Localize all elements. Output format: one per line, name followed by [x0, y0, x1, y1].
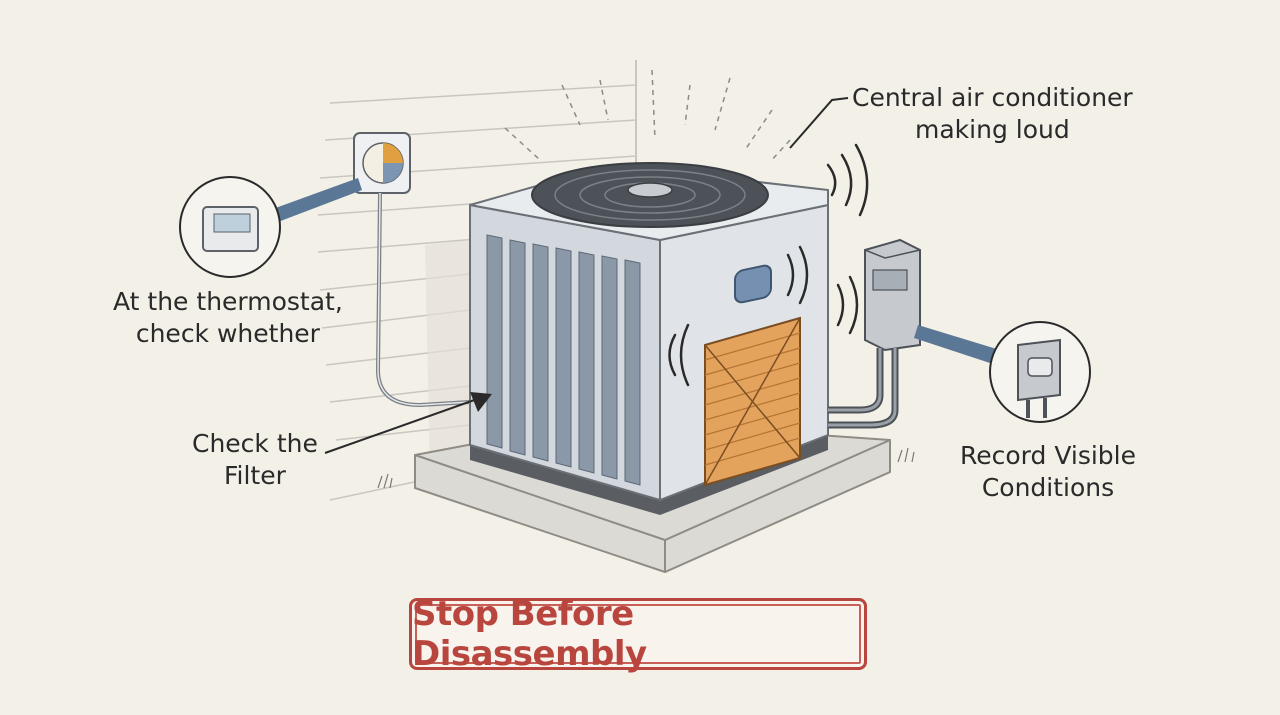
thermostat-icon: [353, 132, 411, 194]
wall-shadow: [425, 240, 470, 470]
label-thermostat: At the thermostat, check whether: [113, 286, 343, 350]
electrical-disconnect-icon: [828, 238, 921, 429]
label-filter-line-1: Check the: [192, 429, 318, 458]
stop-banner-text: Stop Before Disassembly: [412, 594, 647, 674]
grass: [377, 447, 915, 489]
sound-wave-icon: [668, 143, 869, 387]
label-central-line-1: Central air conditioner: [852, 83, 1133, 112]
unit-badge: [734, 264, 772, 304]
label-filter: Check the Filter: [192, 428, 318, 492]
filter-arrow-icon: [470, 392, 492, 412]
label-record-line-2: Conditions: [981, 473, 1115, 502]
label-record-line-1: Record Visible: [960, 441, 1136, 470]
stop-banner: Stop Before Disassembly: [409, 594, 867, 674]
label-filter-line-2: Filter: [223, 461, 286, 490]
leader-lines: [324, 97, 849, 454]
label-thermostat-line-2: check whether: [135, 319, 320, 348]
coil-grille: [486, 234, 641, 486]
fan-grille-icon: [531, 162, 769, 228]
label-central-line-2: making loud: [915, 115, 1070, 144]
noise-dashes: [504, 69, 791, 163]
thermostat-callout: [179, 176, 362, 278]
disconnect-callout: [914, 321, 1091, 423]
label-central-air: Central air conditioner making loud: [852, 82, 1133, 146]
filter-panel: [704, 316, 801, 487]
ac-unit: [469, 162, 829, 515]
label-thermostat-line-1: At the thermostat,: [113, 287, 343, 316]
label-record-conditions: Record Visible Conditions: [960, 440, 1136, 504]
